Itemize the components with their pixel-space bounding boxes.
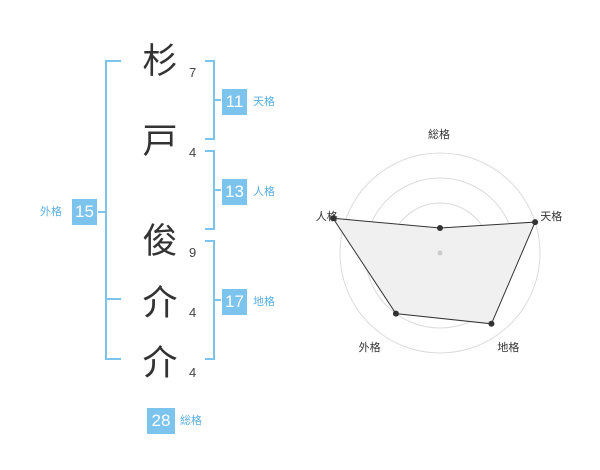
- gaikaku-value-box: 15: [72, 199, 97, 225]
- name-kanji-5: 介: [142, 344, 178, 384]
- name-kanji-4: 介: [142, 284, 178, 324]
- radar-axis-label-2: 地格: [497, 341, 520, 355]
- tenkaku-bracket: [205, 60, 215, 140]
- gaikaku-tick: [98, 211, 105, 213]
- tenkaku-label: 天格: [253, 95, 275, 108]
- soukaku-value-box: 28: [147, 408, 175, 434]
- chikaku-value-box: 17: [222, 289, 247, 315]
- name-kanji-2: 戸: [142, 122, 178, 162]
- stroke-count-5: 4: [189, 365, 197, 380]
- radar-chart: [330, 152, 541, 354]
- radar-ring-4: [339, 152, 541, 354]
- gaikaku-bracket: [105, 60, 121, 360]
- jinkaku-bracket: [205, 150, 215, 230]
- radar-points: [330, 215, 539, 327]
- chikaku-tick: [215, 299, 221, 301]
- stroke-count-3: 9: [189, 245, 197, 260]
- radar-axis-label-0: 総格: [428, 128, 450, 141]
- radar-data-area: [332, 217, 536, 325]
- jinkaku-label: 人格: [253, 185, 275, 198]
- tenkaku-value-box: 11: [222, 89, 247, 115]
- gaikaku-bracket-mid: [105, 298, 121, 300]
- radar-point-2: [488, 320, 495, 327]
- radar-axis-label-1: 天格: [540, 209, 563, 223]
- name-kanji-1: 杉: [142, 42, 178, 82]
- radar-point-3: [392, 310, 399, 317]
- radar-point-4: [330, 215, 337, 222]
- radar-point-1: [532, 219, 539, 226]
- chikaku-label: 地格: [253, 295, 275, 308]
- radar-axis-label-4: 人格: [315, 209, 338, 223]
- stroke-count-1: 7: [189, 65, 197, 80]
- radar-center-dot: [437, 250, 443, 256]
- radar-axis-label-3: 外格: [358, 341, 381, 355]
- name-kanji-3: 俊: [142, 222, 178, 262]
- radar-point-0: [437, 225, 443, 231]
- soukaku-label: 総格: [180, 414, 202, 427]
- stroke-count-2: 4: [189, 145, 197, 160]
- jinkaku-tick: [215, 189, 221, 191]
- gaikaku-label: 外格: [40, 205, 62, 218]
- chikaku-bracket: [205, 240, 215, 360]
- stroke-count-4: 4: [189, 305, 197, 320]
- jinkaku-value-box: 13: [222, 179, 247, 205]
- tenkaku-tick: [215, 99, 221, 101]
